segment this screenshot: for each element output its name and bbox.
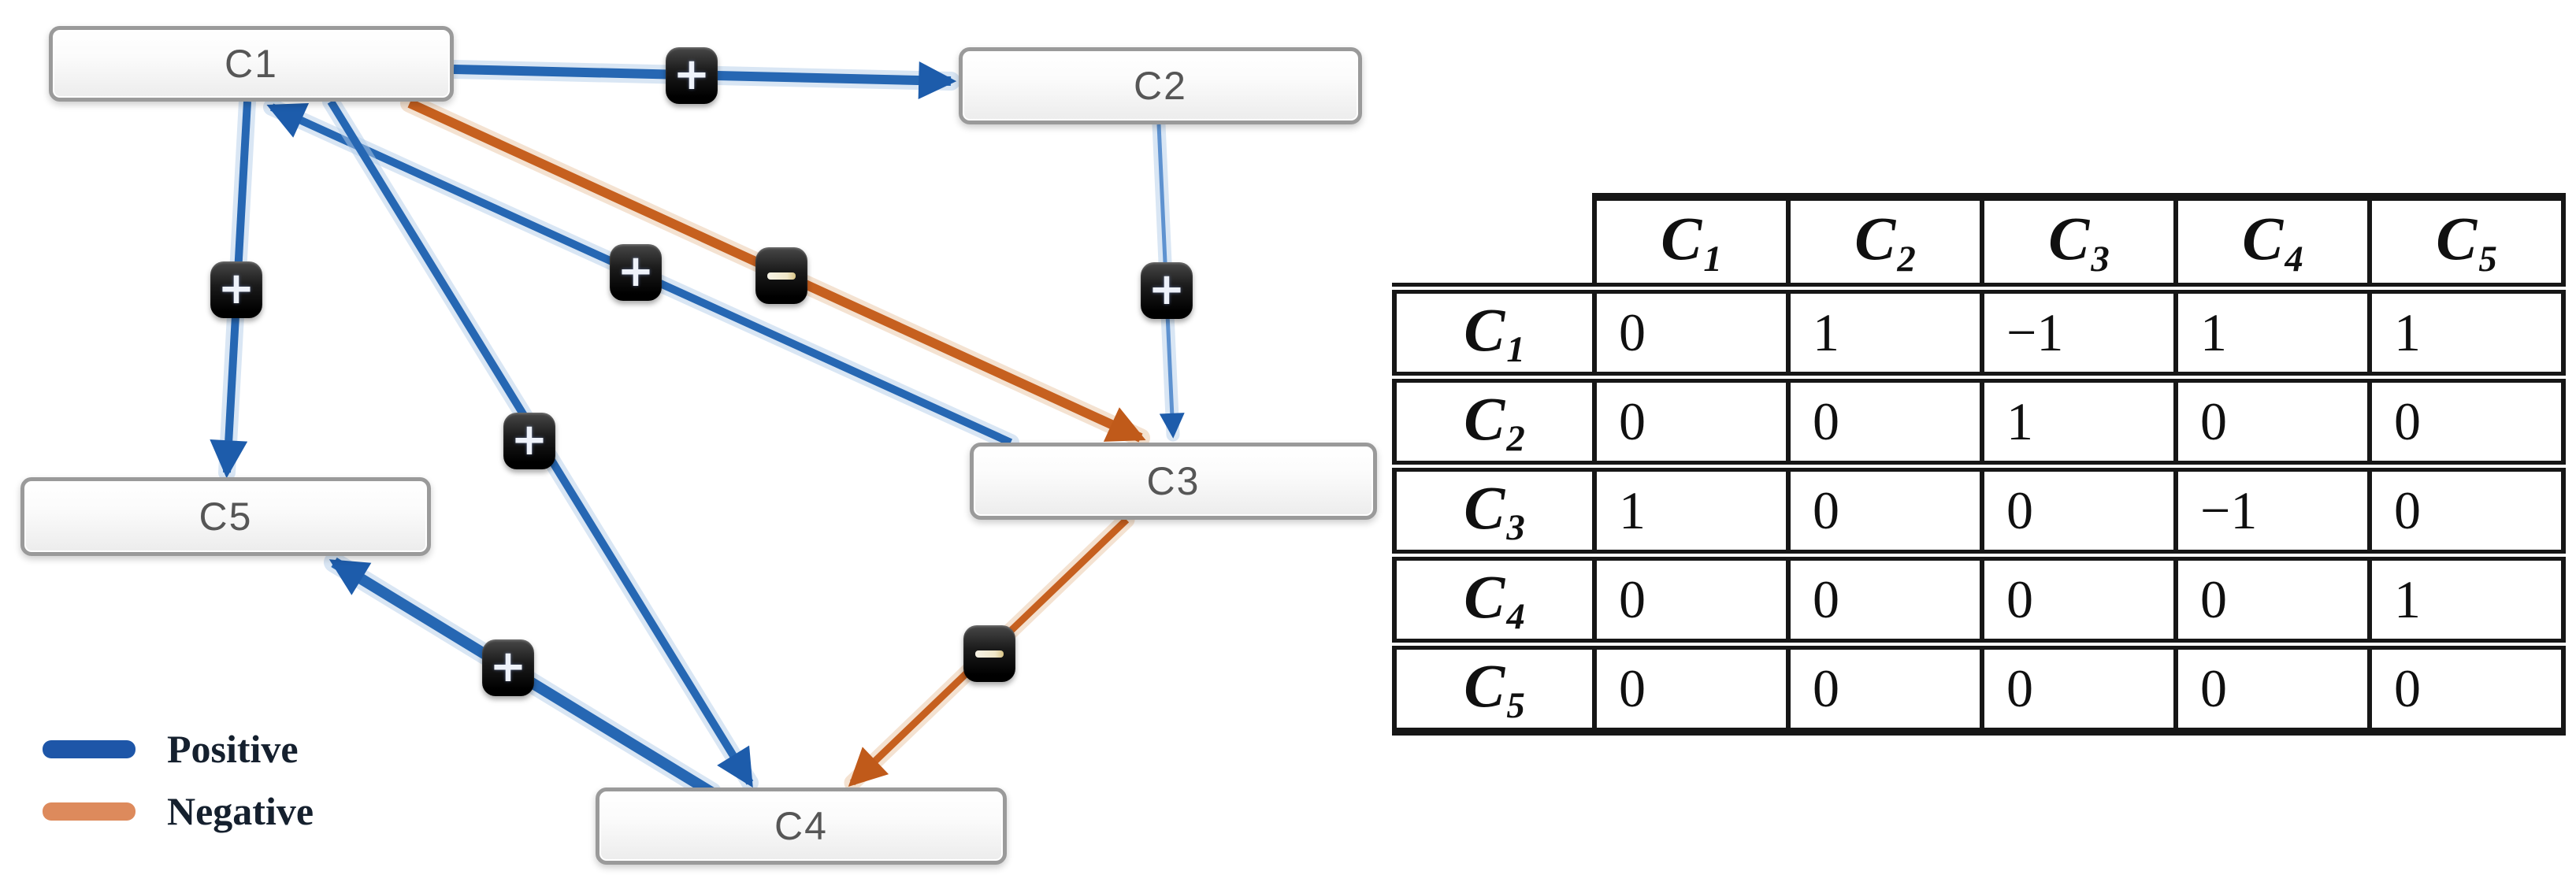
node-label-c1: C1	[225, 42, 278, 86]
node-label-c4: C4	[774, 804, 828, 848]
legend-label: Positive	[167, 727, 299, 771]
matrix-row-header-c4: C4	[1392, 550, 1597, 650]
matrix-cell-c3-c5: 0	[2367, 461, 2566, 561]
node-label-c3: C3	[1146, 459, 1201, 503]
matrix-cell-c5-c5: 0	[2367, 639, 2566, 736]
sign-badge-c4-c5: +	[482, 639, 534, 696]
matrix-cell-c3-c1: 1	[1592, 461, 1791, 561]
legend-label: Negative	[167, 789, 314, 833]
matrix-corner-cell	[1394, 197, 1594, 288]
matrix-cell-c1-c1: 0	[1592, 282, 1791, 384]
plus-icon: +	[617, 245, 655, 297]
matrix-cell-c5-c4: 0	[2173, 639, 2372, 736]
sign-badge-c1-c2: +	[666, 47, 718, 104]
matrix-cell-c1-c4: 1	[2173, 282, 2372, 384]
node-label-c5: C5	[199, 495, 253, 539]
matrix-cell-c2-c1: 0	[1592, 372, 1791, 472]
matrix-cell-c2-c4: 0	[2173, 372, 2372, 472]
matrix-col-header-c4: C4	[2173, 193, 2372, 294]
node-label-c2: C2	[1134, 64, 1187, 108]
matrix-col-header-c3: C3	[1980, 193, 2178, 294]
minus-icon	[767, 272, 796, 280]
legend-item-negative: Negative	[43, 786, 314, 836]
matrix-cell-c4-c5: 1	[2367, 550, 2566, 650]
legend-swatch-negative	[43, 802, 135, 821]
matrix-cell-c3-c3: 0	[1980, 461, 2178, 561]
minus-icon	[975, 650, 1004, 658]
matrix-row-header-c3: C3	[1392, 461, 1597, 561]
matrix-cell-c4-c1: 0	[1592, 550, 1791, 650]
node-c4: C4	[596, 788, 1007, 865]
matrix-cell-c1-c3: −1	[1980, 282, 2178, 384]
sign-badge-c1-c3	[755, 247, 807, 304]
node-c3: C3	[970, 443, 1377, 520]
matrix-cell-c2-c3: 1	[1980, 372, 2178, 472]
matrix-cell-c4-c4: 0	[2173, 550, 2372, 650]
matrix-col-header-c1: C1	[1592, 193, 1791, 294]
matrix-row-header-c2: C2	[1392, 372, 1597, 472]
sign-badge-c2-c3: +	[1141, 262, 1193, 319]
matrix-cell-c2-c2: 0	[1786, 372, 1984, 472]
node-c2: C2	[959, 47, 1362, 124]
matrix-cell-c4-c2: 0	[1786, 550, 1984, 650]
matrix-cell-c1-c5: 1	[2367, 282, 2566, 384]
matrix-cell-c5-c3: 0	[1980, 639, 2178, 736]
sign-badge-c1-c4: +	[503, 413, 555, 469]
matrix-cell-c2-c5: 0	[2367, 372, 2566, 472]
matrix-cell-c4-c3: 0	[1980, 550, 2178, 650]
matrix-cell-c5-c2: 0	[1786, 639, 1984, 736]
matrix-cell-c3-c2: 0	[1786, 461, 1984, 561]
sign-badge-c1-c5: +	[210, 261, 262, 318]
legend-item-positive: Positive	[43, 724, 299, 774]
matrix-row-header-c1: C1	[1392, 282, 1597, 384]
matrix-col-header-c5: C5	[2367, 193, 2566, 294]
node-c5: C5	[20, 477, 431, 556]
sign-badge-c3-c4	[963, 625, 1015, 682]
legend-swatch-positive	[43, 739, 135, 758]
plus-icon: +	[673, 48, 711, 100]
plus-icon: +	[1148, 263, 1186, 315]
plus-icon: +	[510, 413, 548, 465]
matrix-col-header-c2: C2	[1786, 193, 1984, 294]
matrix-cell-c1-c2: 1	[1786, 282, 1984, 384]
node-c1: C1	[49, 26, 454, 102]
matrix-row-header-c5: C5	[1392, 639, 1597, 736]
sign-badge-c3-c1: +	[610, 244, 662, 301]
matrix-cell-c3-c4: −1	[2173, 461, 2372, 561]
plus-icon: +	[217, 262, 255, 314]
plus-icon: +	[489, 640, 527, 692]
matrix-cell-c5-c1: 0	[1592, 639, 1791, 736]
